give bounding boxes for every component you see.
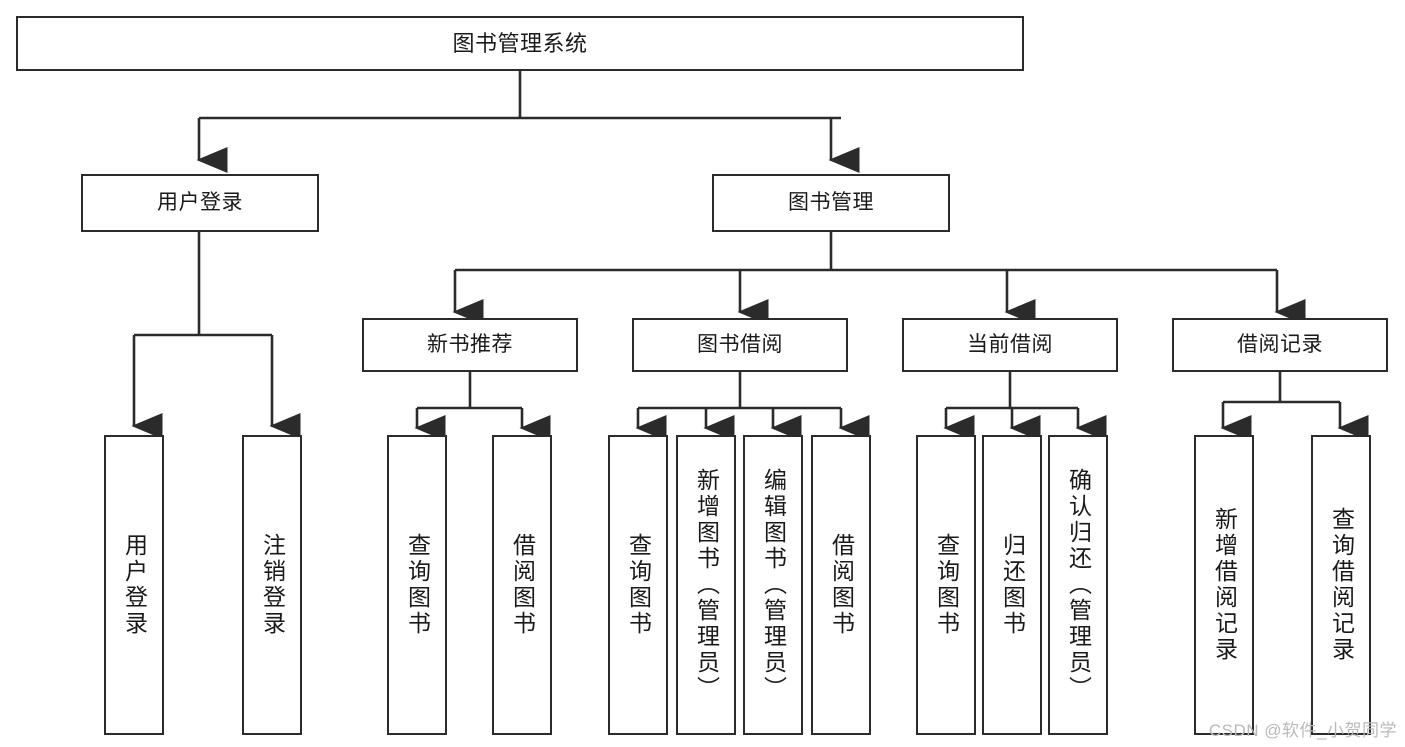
node-leaf-query-book-1-label: 查询图书 — [404, 533, 431, 637]
node-leaf-edit-book[interactable]: 编辑图书（管理员） — [743, 435, 803, 735]
node-leaf-borrow-book-1-label: 借阅图书 — [509, 533, 536, 637]
node-root-label: 图书管理系统 — [452, 30, 588, 56]
node-leaf-user-login-label: 用户登录 — [121, 533, 148, 637]
node-leaf-add-record-label: 新增借阅记录 — [1211, 507, 1238, 663]
csdn-watermark: CSDN @软件_小贺同学 — [1208, 721, 1397, 740]
node-leaf-edit-book-label: 编辑图书（管理员） — [760, 468, 787, 702]
node-borrow-record-label: 借阅记录 — [1237, 332, 1323, 356]
node-book-borrow[interactable]: 图书借阅 — [632, 318, 848, 372]
node-leaf-query-record-label: 查询借阅记录 — [1328, 507, 1355, 663]
node-current-borrow[interactable]: 当前借阅 — [902, 318, 1118, 372]
node-leaf-return-book[interactable]: 归还图书 — [982, 435, 1042, 735]
node-borrow-record[interactable]: 借阅记录 — [1172, 318, 1388, 372]
node-leaf-return-book-label: 归还图书 — [999, 533, 1026, 637]
node-book-borrow-label: 图书借阅 — [697, 332, 783, 356]
node-new-book-recommend[interactable]: 新书推荐 — [362, 318, 578, 372]
node-leaf-logout-login-label: 注销登录 — [259, 533, 286, 637]
node-root[interactable]: 图书管理系统 — [16, 16, 1024, 71]
node-user-login-label: 用户登录 — [157, 190, 243, 214]
node-leaf-add-book-label: 新增图书（管理员） — [693, 468, 720, 702]
node-leaf-confirm-return-label: 确认归还（管理员） — [1065, 468, 1092, 702]
node-leaf-add-book[interactable]: 新增图书（管理员） — [676, 435, 736, 735]
node-leaf-user-login[interactable]: 用户登录 — [104, 435, 164, 735]
node-current-borrow-label: 当前借阅 — [967, 332, 1053, 356]
node-new-book-recommend-label: 新书推荐 — [427, 332, 513, 356]
node-leaf-query-book-1[interactable]: 查询图书 — [387, 435, 447, 735]
node-leaf-borrow-book-2[interactable]: 借阅图书 — [811, 435, 871, 735]
node-leaf-logout-login[interactable]: 注销登录 — [242, 435, 302, 735]
node-book-management[interactable]: 图书管理 — [712, 174, 950, 232]
node-leaf-query-book-3-label: 查询图书 — [933, 533, 960, 637]
node-leaf-query-book-2-label: 查询图书 — [625, 533, 652, 637]
node-leaf-query-record[interactable]: 查询借阅记录 — [1311, 435, 1371, 735]
node-leaf-confirm-return[interactable]: 确认归还（管理员） — [1048, 435, 1108, 735]
node-leaf-borrow-book-1[interactable]: 借阅图书 — [492, 435, 552, 735]
node-leaf-add-record[interactable]: 新增借阅记录 — [1194, 435, 1254, 735]
node-user-login[interactable]: 用户登录 — [81, 174, 319, 232]
node-leaf-query-book-2[interactable]: 查询图书 — [608, 435, 668, 735]
node-book-management-label: 图书管理 — [788, 190, 874, 214]
node-leaf-borrow-book-2-label: 借阅图书 — [828, 533, 855, 637]
node-leaf-query-book-3[interactable]: 查询图书 — [916, 435, 976, 735]
